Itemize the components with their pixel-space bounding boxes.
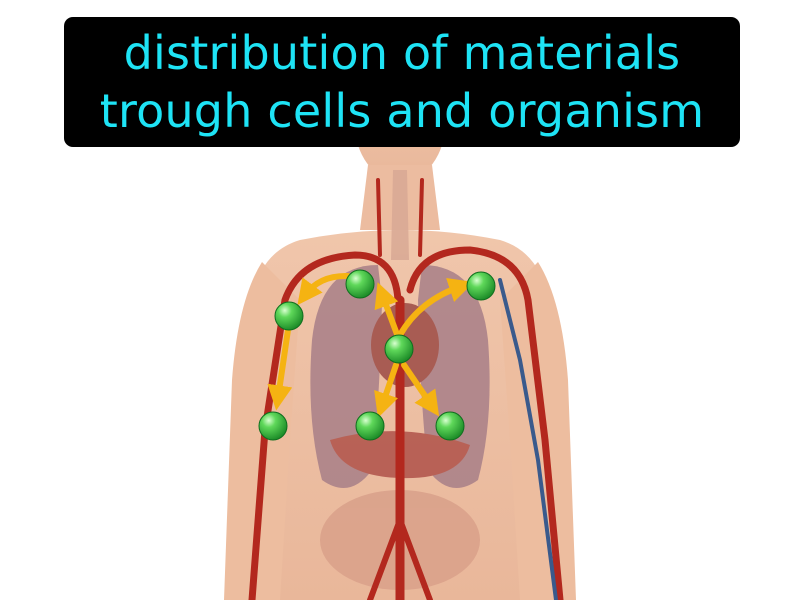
cell-bottom-left xyxy=(258,411,288,441)
arrow-top-left-curve xyxy=(297,272,351,306)
arm-right xyxy=(500,262,576,600)
arrow-center-down-left xyxy=(374,362,399,418)
cell-top-left xyxy=(345,269,375,299)
carotid-left xyxy=(376,178,382,257)
caption-line-1: distribution of materials xyxy=(123,26,681,80)
lung-right xyxy=(418,265,490,488)
cell-left xyxy=(274,301,304,331)
cell-top-right xyxy=(466,271,496,301)
caption-box: distribution of materials trough cells a… xyxy=(64,17,740,147)
artery-right-arm xyxy=(406,246,564,600)
caption-line-2: trough cells and organism xyxy=(99,84,705,138)
artery-leg-left xyxy=(367,517,403,600)
arrow-center-up-right xyxy=(397,278,474,338)
arrow-left-down xyxy=(267,327,293,411)
distribution-arrows xyxy=(267,272,474,418)
cell-bottom-right xyxy=(435,411,465,441)
arrow-center-up xyxy=(374,282,401,340)
artery-leg-right xyxy=(397,517,433,600)
trachea xyxy=(391,170,409,260)
blood-vessels xyxy=(248,178,564,600)
cells xyxy=(258,269,496,441)
cell-bottom-mid xyxy=(355,411,385,441)
cell-center xyxy=(384,334,414,364)
carotid-right xyxy=(418,178,424,257)
artery-arch xyxy=(248,251,402,600)
vein-right-arm xyxy=(498,278,558,600)
arrow-center-down-right xyxy=(401,362,440,417)
